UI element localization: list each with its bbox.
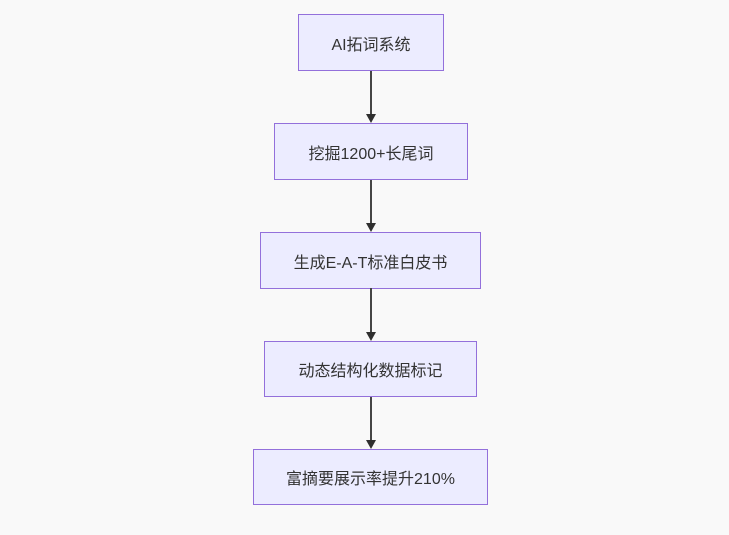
node-label: 挖掘1200+长尾词 xyxy=(308,145,434,163)
flowchart-node-longtail-mining: 挖掘1200+长尾词 xyxy=(274,123,468,180)
flowchart-node-rich-snippet-result: 富摘要展示率提升210% xyxy=(253,449,488,505)
edge-line xyxy=(370,180,372,223)
flowchart-node-ai-expansion-system: AI拓词系统 xyxy=(298,14,444,71)
node-label: 富摘要展示率提升210% xyxy=(286,471,455,488)
flowchart-edge-d-e xyxy=(365,397,377,449)
edge-line xyxy=(370,71,372,114)
flowchart-node-eat-whitepaper: 生成E-A-T标准白皮书 xyxy=(260,232,481,289)
node-label: 生成E-A-T标准白皮书 xyxy=(293,254,448,272)
arrowhead-down-icon xyxy=(366,223,376,232)
flowchart-edge-a-b xyxy=(365,71,377,123)
flowchart-edge-c-d xyxy=(365,288,377,341)
arrowhead-down-icon xyxy=(366,114,376,123)
node-label: AI拓词系统 xyxy=(331,36,411,54)
edge-line xyxy=(370,397,372,440)
edge-line xyxy=(370,288,372,332)
arrowhead-down-icon xyxy=(366,440,376,449)
arrowhead-down-icon xyxy=(366,332,376,341)
node-label: 动态结构化数据标记 xyxy=(298,363,443,380)
flowchart-edge-b-c xyxy=(365,180,377,232)
flowchart-node-structured-data-markup: 动态结构化数据标记 xyxy=(264,341,477,397)
